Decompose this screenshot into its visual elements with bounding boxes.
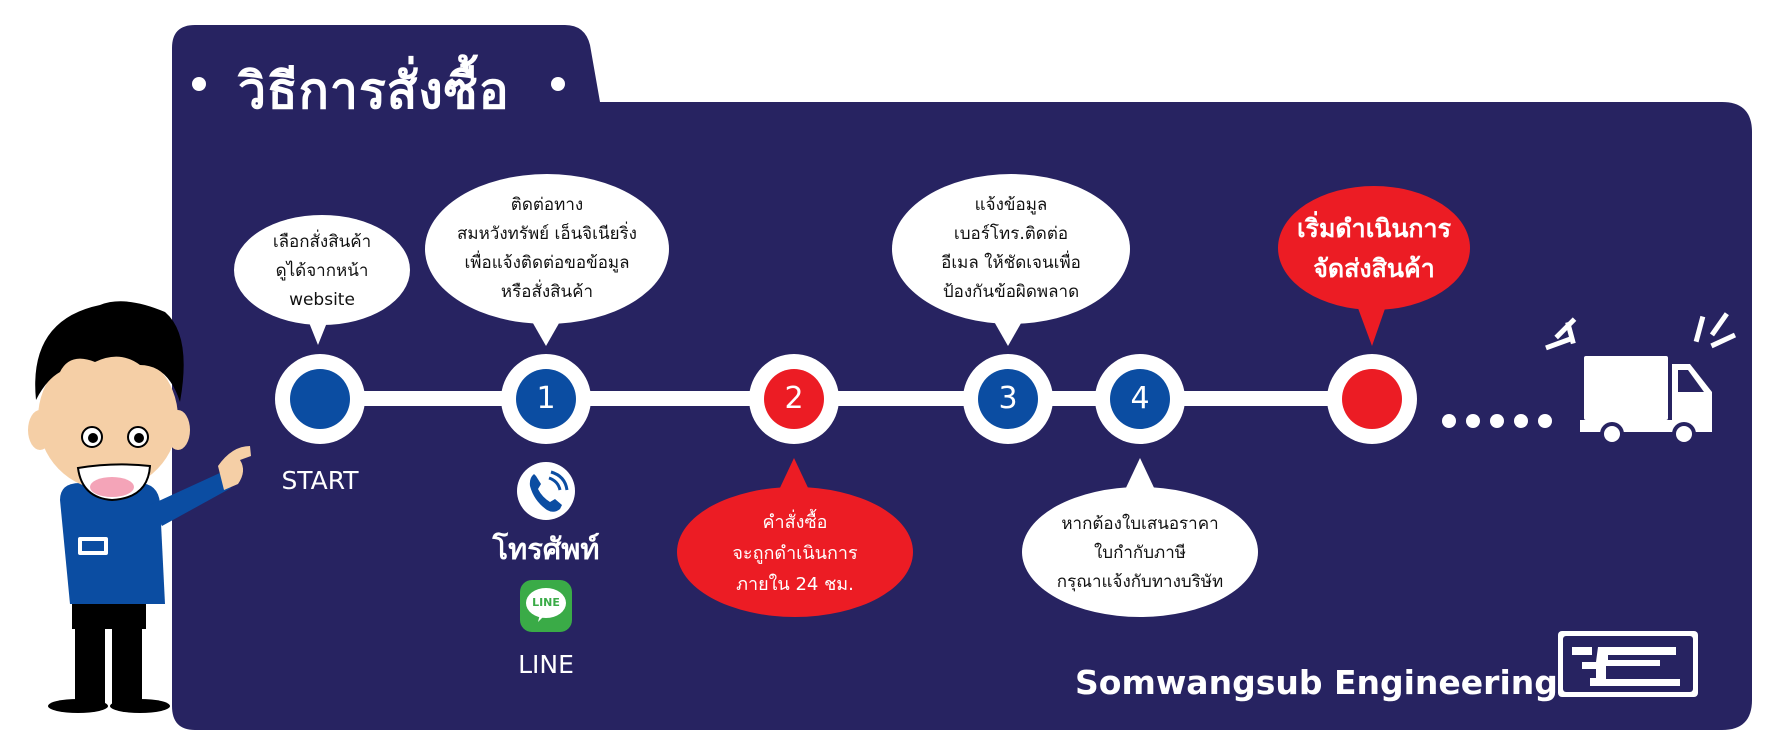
- node-4-number: 4: [1130, 381, 1150, 416]
- bubble-step3-line-2: เบอร์โทร.ติดต่อ: [953, 224, 1069, 244]
- bubble-step3-line-3: อีเมล ให้ชัดเจนเพื่อ: [941, 253, 1081, 273]
- node-start: [275, 354, 365, 444]
- bubble-step3-line-4: ป้องกันข้อผิดพลาด: [942, 282, 1080, 302]
- node-final: [1327, 354, 1417, 444]
- ellipsis-dots: [1442, 414, 1552, 428]
- bubble-final-line-1: เริ่มดำเนินการ: [1296, 214, 1452, 243]
- title-dot-left: [192, 77, 206, 91]
- bubble-step2: [677, 458, 913, 617]
- bubble-step3-text: แจ้งข้อมูล เบอร์โทร.ติดต่อ อีเมล ให้ชัดเ…: [896, 190, 1126, 308]
- bubble-start-line-1: เลือกสั่งสินค้า: [272, 231, 372, 252]
- title-dot-right: [551, 77, 565, 91]
- bubble-start-line-2: ดูได้จากหน้า: [275, 260, 369, 281]
- phone-icon: [517, 462, 575, 520]
- node-2: [749, 354, 839, 444]
- bubble-step1-line-2: สมหวังทรัพย์ เอ็นจิเนียริ่ง: [457, 224, 637, 244]
- bubble-step4-text: หากต้องใบเสนอราคา ใบกำกับภาษี กรุณาแจ้งก…: [1030, 508, 1250, 598]
- node-3-number: 3: [998, 381, 1018, 416]
- bubble-step2-text: คำสั่งซื้อ จะถูกดำเนินการ ภายใน 24 ชม.: [690, 505, 900, 601]
- bubble-final-line-2: จัดส่งสินค้า: [1313, 254, 1435, 283]
- bubble-start: [234, 215, 410, 345]
- phone-label: โทรศัพท์: [492, 532, 600, 566]
- bubble-step3-line-1: แจ้งข้อมูล: [974, 195, 1048, 215]
- line-icon-text: LINE: [532, 596, 560, 609]
- start-label: START: [281, 466, 359, 495]
- bubble-step3: [892, 174, 1130, 346]
- bubble-final: [1278, 186, 1470, 346]
- line-icon: [520, 580, 572, 632]
- bubble-final-text: เริ่มดำเนินการ จัดส่งสินค้า: [1282, 208, 1466, 290]
- bubble-step2-line-2: จะถูกดำเนินการ: [732, 542, 858, 564]
- bubble-step4-line-2: ใบกำกับภาษี: [1094, 542, 1186, 563]
- bubble-step1-line-4: หรือสั่งสินค้า: [500, 282, 594, 302]
- bubble-step1: [425, 174, 669, 346]
- bubble-step1-line-1: ติดต่อทาง: [510, 195, 584, 215]
- bubble-start-line-3: website: [289, 289, 355, 310]
- bubble-start-text: เลือกสั่งสินค้า ดูได้จากหน้า website: [236, 228, 408, 314]
- bubble-step4: [1022, 458, 1258, 617]
- truck-icon: [1545, 312, 1737, 446]
- node-3: [963, 354, 1053, 444]
- timeline-line: [320, 391, 1410, 406]
- bubble-step1-text: ติดต่อทาง สมหวังทรัพย์ เอ็นจิเนียริ่ง เพ…: [430, 190, 664, 308]
- line-label: LINE: [518, 650, 574, 679]
- bubble-step4-line-1: หากต้องใบเสนอราคา: [1061, 513, 1219, 534]
- page-title: วิธีการสั่งซื้อ: [238, 62, 510, 120]
- bubble-step1-line-3: เพื่อแจ้งติดต่อขอข้อมูล: [464, 253, 630, 273]
- bubble-step2-line-3: ภายใน 24 ชม.: [736, 573, 854, 595]
- bubble-step4-line-3: กรุณาแจ้งกับทางบริษัท: [1056, 571, 1224, 592]
- mascot: [28, 301, 251, 713]
- node-1-number: 1: [536, 381, 556, 416]
- node-1: [501, 354, 591, 444]
- node-4: [1095, 354, 1185, 444]
- se-logo: [1558, 631, 1698, 697]
- node-2-number: 2: [784, 381, 804, 416]
- brand-name: Somwangsub Engineering: [1075, 663, 1558, 702]
- bubble-step2-line-1: คำสั่งซื้อ: [762, 511, 828, 533]
